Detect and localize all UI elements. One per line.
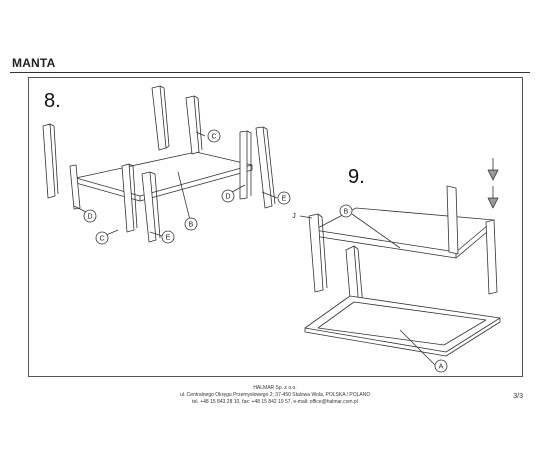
part-label-j: J: [292, 213, 296, 220]
step9-arrow-upper: [487, 158, 499, 181]
label-circle-e-right: [277, 191, 291, 205]
step8-leg-right-e: [255, 126, 276, 209]
step9-tabletop-b: [313, 207, 495, 259]
instructions-frame: [28, 77, 523, 377]
label-circle-c-bottom: [95, 231, 109, 245]
step9-frame-a: [304, 295, 501, 357]
part-label-e-right: E: [282, 196, 287, 203]
part-label-d-right: D: [225, 194, 230, 201]
step9-arrow-lower: [487, 186, 499, 209]
product-title: MANTA: [12, 56, 56, 70]
step8-leg-left-inner: [69, 164, 81, 210]
step-8-number: 8.: [44, 90, 61, 112]
footer-address: ul. Centralnego Okręgu Przemysłowego 2; …: [179, 392, 370, 398]
label-circle-b-step8: [184, 217, 198, 231]
part-label-a: A: [439, 364, 444, 371]
page-number: 3/3: [513, 393, 523, 400]
part-label-b-step8: B: [189, 222, 194, 229]
step8-leg-far-left: [42, 123, 59, 199]
part-label-c-bottom: C: [99, 236, 104, 243]
step-9-number: 9.: [348, 166, 365, 188]
step8-leg-back-left: [151, 85, 170, 151]
part-label-e-bottom: E: [166, 235, 171, 242]
footer-contact: tel. +48 15 843 28 10, fax: +48 15 842 1…: [192, 399, 358, 405]
step9-leg-rear-right: [446, 185, 459, 255]
step8-leg-right-upper: [239, 130, 252, 200]
label-circle-b-step9: [339, 204, 353, 218]
label-circle-e-bottom: [161, 230, 175, 244]
header-rule: [10, 72, 530, 73]
step8-leg-front-e: [141, 171, 161, 243]
step9-leg-left-j: [308, 213, 328, 293]
label-circle-d-right: [221, 189, 235, 203]
footer-company: HALMAR Sp. z o.o.: [253, 385, 297, 391]
label-circle-a: [434, 359, 448, 373]
part-label-b-step9: B: [344, 209, 349, 216]
step8-leg-front-c: [121, 163, 138, 233]
step8-leg-back-center: [185, 95, 203, 155]
step9-leg-right-front: [485, 219, 498, 295]
part-label-d-left: D: [87, 214, 92, 221]
label-circle-d-left: [83, 209, 97, 223]
part-label-c-top: C: [211, 134, 216, 141]
label-circle-c-top: [207, 129, 221, 143]
